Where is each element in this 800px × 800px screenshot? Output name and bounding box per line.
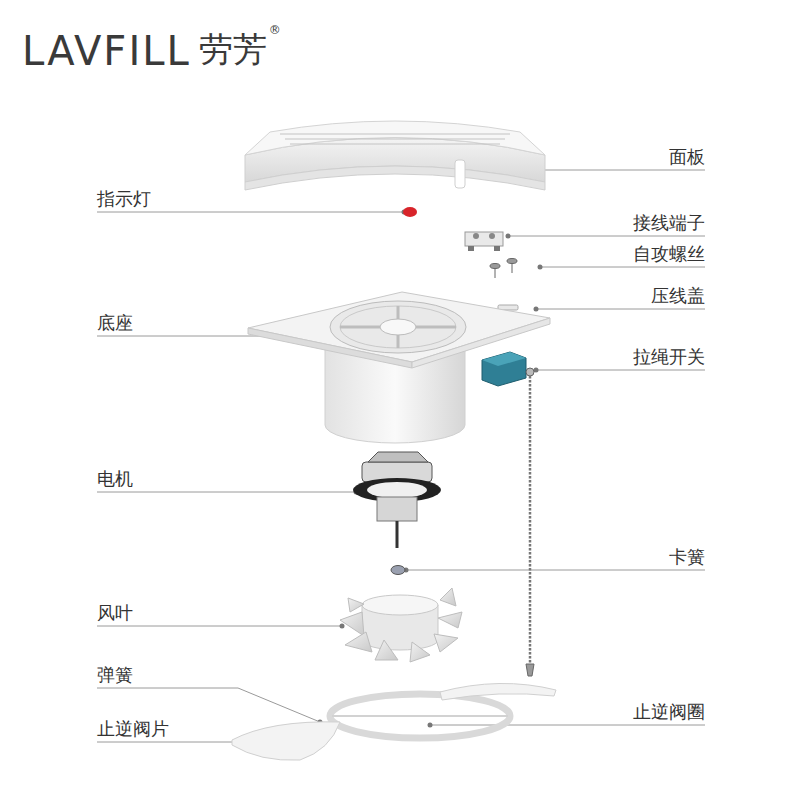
terminal-part bbox=[465, 232, 503, 251]
motor-part bbox=[353, 452, 441, 548]
part-label: 电机 bbox=[97, 469, 133, 490]
part-label: 接线端子 bbox=[633, 213, 705, 234]
pull-switch-part bbox=[482, 352, 534, 676]
part-label: 风叶 bbox=[97, 603, 133, 624]
part-label: 止逆阀圈 bbox=[633, 702, 705, 723]
leader-dots bbox=[236, 168, 545, 745]
part-label: 底座 bbox=[97, 313, 133, 334]
part-label: 止逆阀片 bbox=[97, 719, 169, 740]
registered-mark: ® bbox=[269, 24, 281, 38]
part-label: 卡簧 bbox=[669, 547, 705, 568]
part-label: 面板 bbox=[669, 147, 705, 168]
part-label: 压线盖 bbox=[651, 286, 705, 307]
part-label: 自攻螺丝 bbox=[633, 244, 705, 265]
part-label: 指示灯 bbox=[97, 189, 151, 210]
indicator-part bbox=[403, 207, 417, 217]
base-part bbox=[248, 292, 550, 443]
part-label: 弹簧 bbox=[97, 665, 133, 686]
impeller-part bbox=[340, 588, 462, 662]
brand-logo: 劳芳 bbox=[199, 30, 267, 69]
part-label: 拉绳开关 bbox=[633, 347, 705, 368]
brand-logo: LAVFILL bbox=[22, 28, 191, 74]
panel-part bbox=[245, 121, 545, 190]
check-valve-part bbox=[232, 683, 556, 760]
leader-lines bbox=[97, 170, 705, 742]
screw-part bbox=[490, 259, 517, 279]
clip-part bbox=[391, 566, 405, 575]
